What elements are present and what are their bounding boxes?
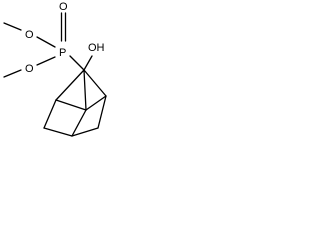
- cage-bond-5: [43, 99, 57, 129]
- methyl-bond-lower: [3, 69, 22, 78]
- molecule-svg: O O O P OH: [3, 1, 107, 137]
- atom-hydroxyl: OH: [88, 42, 105, 54]
- methyl-bond-upper: [3, 22, 22, 31]
- o-p-bond-lower: [36, 56, 56, 66]
- atom-o-upper: O: [25, 29, 34, 41]
- cage-bond-4: [55, 99, 87, 111]
- p-c-bond: [69, 55, 85, 71]
- cage-bond-6: [43, 127, 73, 137]
- cage-bond-10: [85, 95, 107, 111]
- cage-bond-8: [71, 127, 99, 137]
- structure-diagram: O O O P OH: [0, 0, 139, 156]
- o-p-bond-upper: [36, 36, 56, 48]
- cage-bond-2: [83, 69, 107, 97]
- atom-phosphorus: P: [59, 47, 66, 59]
- cage-bond-7: [71, 109, 87, 137]
- c-oh-bond: [83, 55, 93, 71]
- atom-o-lower: O: [25, 63, 34, 75]
- cage-bond-3: [83, 69, 87, 111]
- cage-bond-9: [97, 95, 107, 129]
- cage-bond-1: [55, 69, 85, 101]
- atom-o-double: O: [59, 1, 68, 13]
